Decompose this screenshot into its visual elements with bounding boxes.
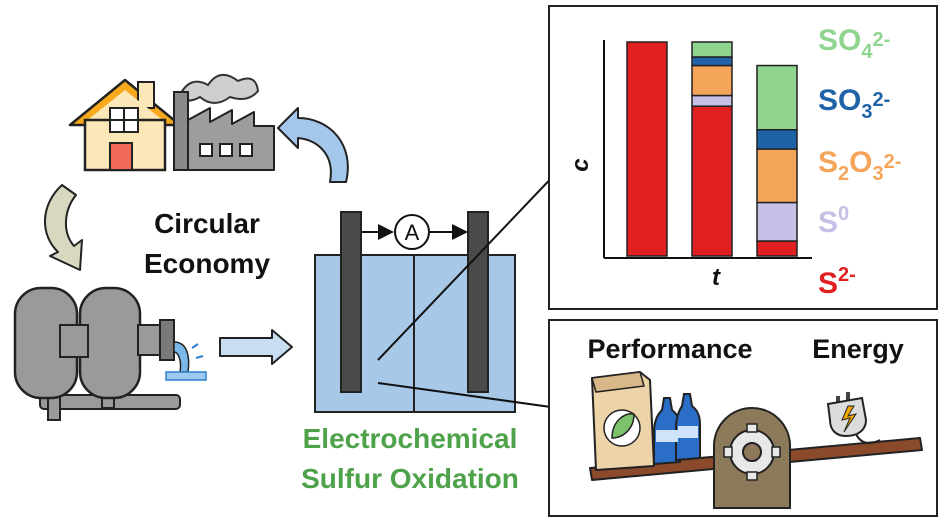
zoom-line-balance: [377, 382, 559, 409]
bar-3-segment-S2-: [756, 240, 798, 257]
legend-SO42-: SO42-: [818, 24, 890, 63]
return-arrow-icon: [277, 107, 349, 183]
bar-2-segment-S2-: [691, 105, 733, 257]
chart-panel: [548, 5, 938, 310]
y-axis-label: c: [567, 158, 594, 171]
legend-S2-: S2-: [818, 264, 856, 300]
cathode: [467, 211, 489, 393]
legend-SO32-: SO32-: [818, 84, 890, 123]
anode: [340, 211, 362, 393]
circular-label-line1: Circular: [154, 208, 260, 239]
legend-S0: S0: [818, 203, 849, 239]
water-bottles-icon: [653, 393, 701, 466]
house-icon: [68, 78, 182, 172]
bar-3-segment-S0: [756, 201, 798, 242]
bar-2-segment-SO32-: [691, 56, 733, 67]
electro-label-line2: Sulfur Oxidation: [301, 463, 519, 494]
bar-3-segment-S2O32-: [756, 148, 798, 204]
energy-label: Energy: [812, 334, 904, 364]
performance-label: Performance: [587, 334, 752, 364]
bar-3-segment-SO32-: [756, 128, 798, 150]
ammeter-icon: [394, 214, 430, 250]
bar-1-segment-S2-: [626, 41, 668, 257]
feed-arrow-icon: [219, 329, 293, 365]
x-axis-label: t: [712, 264, 721, 291]
bar-2-segment-S0: [691, 94, 733, 107]
circular-label-line2: Economy: [144, 248, 270, 279]
fertilizer-bag-icon: [591, 371, 655, 471]
bar-2-segment-S2O32-: [691, 64, 733, 97]
electro-label-line1: Electrochemical: [303, 423, 518, 454]
power-plug-icon: [826, 392, 881, 445]
flow-down-arrow-icon: [44, 184, 83, 271]
zoom-line-chart: [377, 147, 581, 361]
electrochemical-cell: A: [314, 211, 516, 413]
legend-S2O32-: S2O32-: [818, 146, 901, 185]
ammeter-label: A: [405, 220, 420, 245]
bar-3-segment-SO42-: [756, 64, 798, 131]
factory-icon: [173, 74, 275, 171]
bar-2-segment-SO42-: [691, 41, 733, 58]
fulcrum-gear-icon: [713, 407, 791, 509]
pump-icon: [13, 286, 207, 421]
